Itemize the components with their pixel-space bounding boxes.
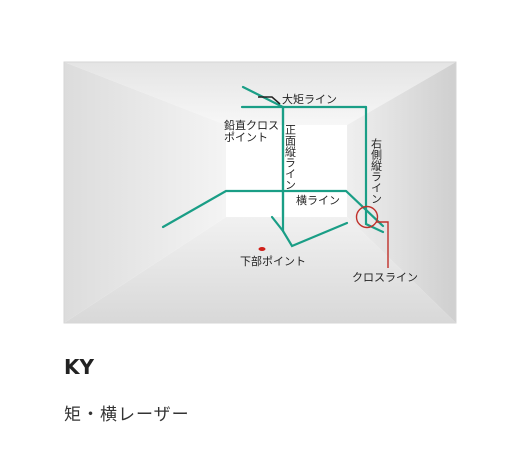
cross-line-marker (355, 205, 379, 229)
back-wall (226, 125, 347, 217)
floor (64, 217, 456, 323)
laser-room-diagram: 大矩ライン 鉛直クロス ポイント 正面縦ライン 右側縦ライン 横ライン 下部ポイ… (63, 61, 457, 324)
laser-lines (161, 85, 385, 248)
cross-line-label: クロスライン (352, 271, 418, 284)
bottom-point-label: 下部ポイント (240, 254, 306, 268)
bottom-laser-point (258, 247, 266, 251)
ceiling-line-leader (258, 96, 281, 105)
plumb-cross-point-label-2: ポイント (224, 131, 268, 144)
front-floor-laser-line (270, 215, 349, 248)
horizontal-line-label: 横ライン (296, 193, 340, 207)
ceiling-line-label: 大矩ライン (282, 92, 337, 106)
left-wall (64, 62, 226, 323)
room-frame (63, 61, 457, 324)
ceiling (64, 62, 456, 125)
product-description: 矩・横レーザー (64, 405, 190, 425)
right-vertical-line-label: 右側縦ライン (370, 137, 383, 204)
plumb-cross-point-label-1: 鉛直クロス (224, 118, 279, 132)
product-code: KY (64, 355, 94, 379)
right-wall (347, 62, 456, 323)
front-vertical-line-label: 正面縦ライン (284, 124, 297, 190)
right-vertical-laser-line (364, 105, 385, 234)
horizontal-laser-line (161, 189, 385, 229)
cross-line-callout (376, 221, 389, 268)
